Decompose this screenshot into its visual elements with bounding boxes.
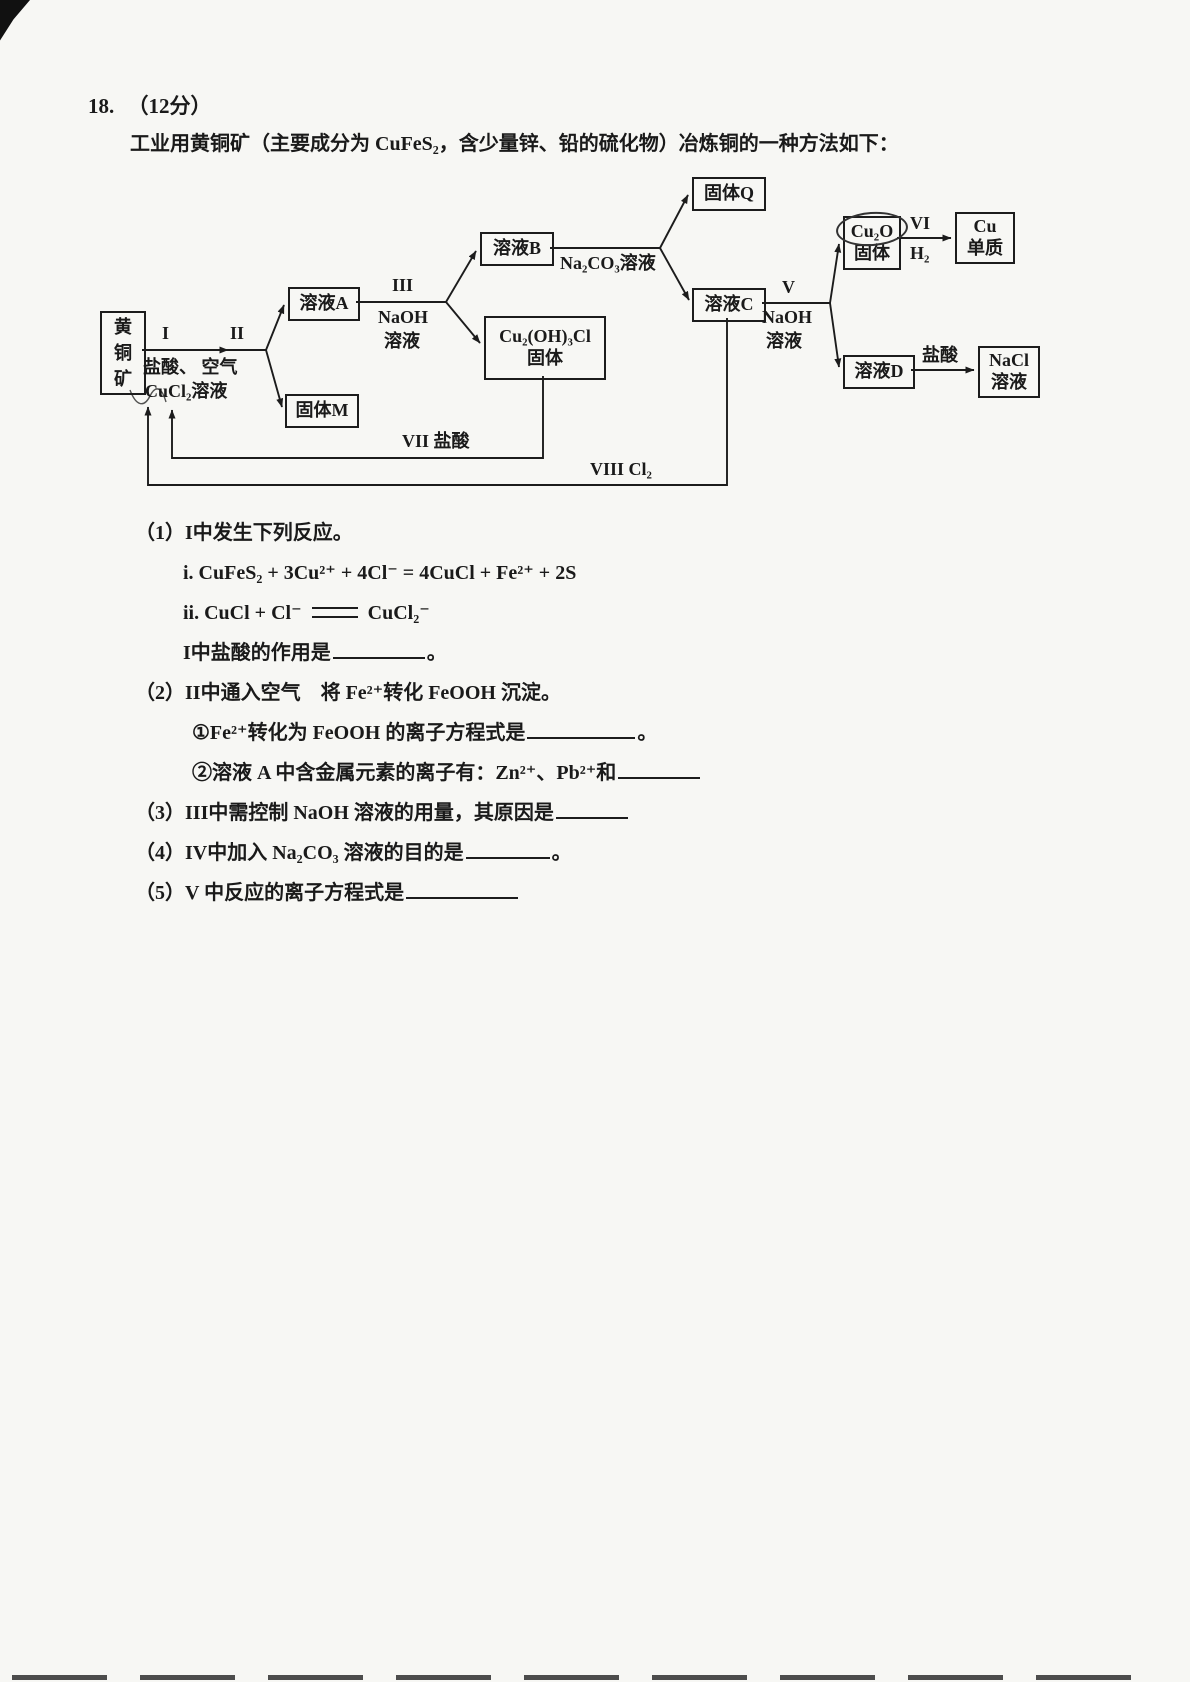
- box-solution-a: 溶液A: [288, 287, 360, 321]
- step-ii-label: II: [230, 323, 245, 343]
- question-1-period: 。: [426, 642, 447, 664]
- step-iii-label: III: [392, 275, 414, 295]
- scan-bottom-artifact: [12, 1675, 1156, 1680]
- answer-blank-4: [555, 793, 628, 819]
- answer-blank-1: [332, 633, 425, 659]
- question-2-sub2: ②溶液 A 中含金属元素的离子有：Zn²⁺、Pb²⁺和: [0, 753, 1190, 793]
- question-2-sub1-text: ①Fe²⁺转化为 FeOOH 的离子方程式是: [192, 722, 526, 744]
- question-1-head: （1）I中发生下列反应。: [0, 513, 1190, 553]
- answer-blank-2: [527, 713, 636, 739]
- step-i-label: I: [162, 323, 170, 343]
- question-1-ask-text: I中盐酸的作用是: [183, 642, 331, 664]
- question-heading: 18. （12分）: [88, 90, 212, 120]
- box-cu2o-solid: Cu₂O 固体: [843, 216, 901, 270]
- box-nacl-label: 溶液: [991, 372, 1027, 392]
- step-vii-label: VII 盐酸: [402, 431, 470, 451]
- question-3-text: （3）III中需控制 NaOH 溶液的用量，其原因是: [135, 802, 554, 824]
- box-basic-copper-chloride-solid-label: 固体: [527, 348, 563, 368]
- box-solution-d: 溶液D: [843, 355, 915, 389]
- box-solution-b: 溶液B: [480, 232, 554, 266]
- question-5-text: （5）V 中反应的离子方程式是: [135, 882, 405, 904]
- equation-ii-right-text: CuCl₂⁻: [367, 602, 430, 624]
- box-chalcopyrite-ore-label: 黄 铜 矿: [114, 316, 132, 390]
- question-1-equation-i: i. CuFeS₂ + 3Cu²⁺ + 4Cl⁻ = 4CuCl + Fe²⁺ …: [0, 553, 1190, 593]
- box-cu2o-formula: Cu₂O: [850, 221, 894, 242]
- box-copper-formula: Cu: [973, 216, 997, 237]
- question-1-head-text: （1）I中发生下列反应。: [135, 522, 353, 544]
- question-points: （12分）: [127, 94, 212, 118]
- flow-arrows: [129, 194, 975, 486]
- questions-block: （1）I中发生下列反应。 i. CuFeS₂ + 3Cu²⁺ + 4Cl⁻ = …: [0, 513, 1190, 913]
- box-solid-m-label: 固体M: [295, 400, 349, 421]
- question-4-text: （4）IV中加入 Na₂CO₃ 溶液的目的是: [135, 842, 464, 864]
- box-solution-b-label: 溶液B: [492, 238, 541, 259]
- question-intro: 工业用黄铜矿（主要成分为 CuFeS₂，含少量锌、铅的硫化物）冶炼铜的一种方法如…: [130, 133, 899, 155]
- question-2-sub2-text: ②溶液 A 中含金属元素的离子有：Zn²⁺、Pb²⁺和: [192, 762, 617, 784]
- equation-i-text: i. CuFeS₂ + 3Cu²⁺ + 4Cl⁻ = 4CuCl + Fe²⁺ …: [183, 562, 577, 584]
- box-nacl-formula: NaCl: [989, 350, 1029, 371]
- box-solution-d-label: 溶液D: [854, 361, 904, 382]
- box-basic-copper-chloride-formula: Cu₂(OH)₃Cl: [499, 326, 591, 347]
- box-nacl-solution: NaCl 溶液: [978, 346, 1040, 398]
- box-solid-m: 固体M: [285, 394, 359, 428]
- box-solid-q-label: 固体Q: [703, 183, 754, 204]
- answer-blank-5: [465, 833, 550, 859]
- step-vi-label: VI: [910, 213, 931, 233]
- step-v-label: V: [782, 277, 795, 297]
- answer-blank-6: [406, 873, 519, 899]
- step-iii-reagent-line2: 溶液: [384, 331, 420, 351]
- step-iii-reagent-line1: NaOH: [378, 307, 429, 327]
- question-2-head: （2）II中通入空气 将 Fe²⁺转化 FeOOH 沉淀。: [0, 673, 1190, 713]
- step-i-reagents-line2: CuCl₂溶液: [145, 381, 228, 401]
- question-4-period: 。: [551, 842, 572, 864]
- scan-corner-artifact: [0, 0, 30, 41]
- equation-ii-left-text: ii. CuCl + Cl⁻: [183, 602, 302, 624]
- box-solution-c-label: 溶液C: [704, 294, 754, 315]
- box-cu2o-solid-label: 固体: [854, 243, 890, 263]
- box-copper-product: Cu 单质: [955, 212, 1015, 264]
- hcl-to-nacl-label: 盐酸: [922, 345, 958, 365]
- step-v-reagent-line1: NaOH: [762, 307, 813, 327]
- step-iv-reagent-label: Na₂CO₃溶液: [560, 253, 656, 273]
- question-2-sub1-period: 。: [637, 722, 658, 744]
- box-chalcopyrite-ore: 黄 铜 矿: [100, 311, 146, 395]
- question-1-equation-ii: ii. CuCl + Cl⁻ CuCl₂⁻: [0, 593, 1190, 633]
- box-basic-copper-chloride-solid: Cu₂(OH)₃Cl 固体: [484, 316, 606, 380]
- box-copper-label: 单质: [967, 238, 1003, 258]
- step-viii-label: VIII Cl₂: [590, 459, 652, 479]
- question-3: （3）III中需控制 NaOH 溶液的用量，其原因是: [0, 793, 1190, 833]
- question-5: （5）V 中反应的离子方程式是: [0, 873, 1190, 913]
- question-4: （4）IV中加入 Na₂CO₃ 溶液的目的是 。: [0, 833, 1190, 873]
- step-i-reagents-line1: 盐酸、 空气: [143, 357, 238, 377]
- question-2-head-text: （2）II中通入空气 将 Fe²⁺转化 FeOOH 沉淀。: [135, 682, 561, 704]
- question-number: 18.: [88, 94, 115, 118]
- box-solution-a-label: 溶液A: [299, 293, 349, 314]
- step-vi-reagent-label: H₂: [910, 243, 930, 263]
- box-solution-c: 溶液C: [692, 288, 766, 322]
- process-flow-diagram: 黄 铜 矿 溶液A 固体M 溶液B Cu₂(OH)₃Cl 固体 固体Q 溶液C …: [90, 168, 1100, 513]
- question-1-ask: I中盐酸的作用是 。: [0, 633, 1190, 673]
- equilibrium-arrows-icon: [311, 606, 358, 618]
- question-2-sub1: ①Fe²⁺转化为 FeOOH 的离子方程式是 。: [0, 713, 1190, 753]
- answer-blank-3: [618, 753, 701, 779]
- box-solid-q: 固体Q: [692, 177, 766, 211]
- step-v-reagent-line2: 溶液: [766, 331, 802, 351]
